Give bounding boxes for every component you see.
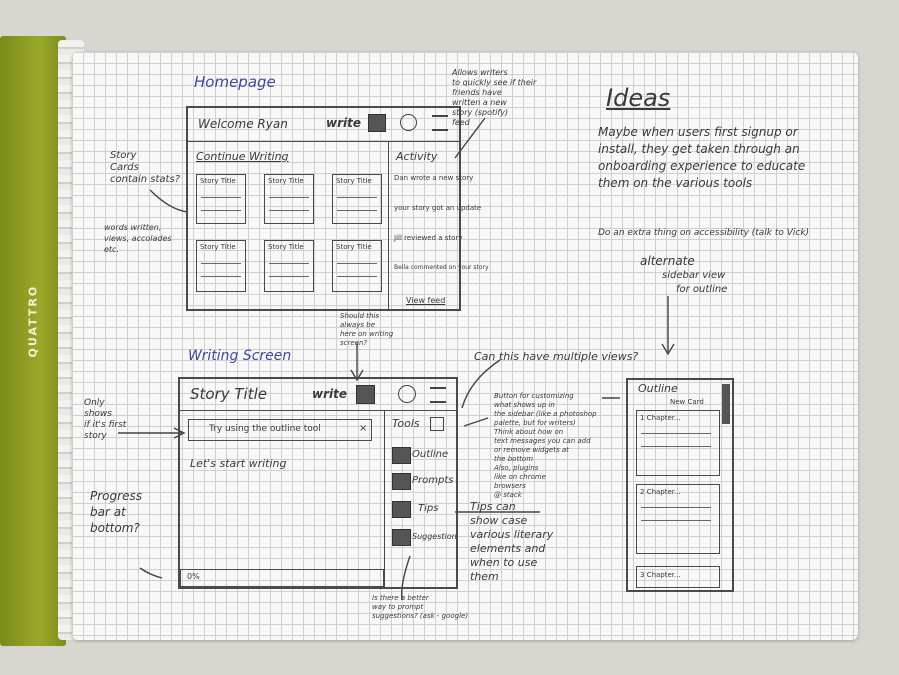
- tool-suggestion[interactable]: Suggestion: [412, 532, 457, 541]
- tool-tips[interactable]: Tips: [418, 503, 439, 514]
- homepage-wireframe: Welcome Ryan write Continue Writing Acti…: [186, 106, 489, 311]
- editor-placeholder[interactable]: Let's start writing: [190, 457, 287, 470]
- tool-prompts[interactable]: Prompts: [412, 475, 454, 486]
- new-card-button[interactable]: New Card: [670, 398, 704, 406]
- suggestion-tool-icon[interactable]: [392, 529, 411, 546]
- home-sidebar-divider: [388, 142, 389, 309]
- story-card[interactable]: Story Title: [332, 240, 382, 292]
- note-multiple-views: Can this have multiple views?: [474, 350, 639, 363]
- close-icon[interactable]: ×: [359, 423, 368, 434]
- writing-wireframe: Story Title write Try using the outline …: [178, 377, 458, 589]
- story-card[interactable]: Story Title: [196, 240, 246, 292]
- homepage-heading: Homepage: [194, 73, 276, 91]
- notebook-spine: QUATTRO: [0, 36, 66, 646]
- tools-label: Tools: [392, 417, 420, 430]
- onboarding-tip-banner[interactable]: Try using the outline tool ×: [188, 419, 372, 441]
- story-title[interactable]: Story Title: [190, 385, 267, 403]
- idea-onboarding: Maybe when users first signup or install…: [598, 125, 806, 190]
- tip-text: Try using the outline tool: [209, 424, 321, 434]
- homepage-header: [188, 108, 459, 142]
- story-card[interactable]: Story Title: [264, 174, 314, 224]
- story-card[interactable]: Story Title: [264, 240, 314, 292]
- outline-title: Outline: [638, 382, 678, 395]
- tool-outline[interactable]: Outline: [412, 449, 449, 460]
- outline-card[interactable]: 3 Chapter...: [636, 566, 720, 588]
- customize-sidebar-icon[interactable]: [430, 417, 444, 431]
- activity-item[interactable]: Jill reviewed a story: [394, 234, 463, 242]
- writing-write-button[interactable]: write: [312, 387, 347, 401]
- outline-card[interactable]: 1 Chapter...: [636, 410, 720, 476]
- tools-divider: [384, 411, 385, 587]
- activity-item[interactable]: your story got an update: [394, 204, 482, 212]
- outline-sidebar-wireframe: Outline New Card 1 Chapter... 2 Chapter.…: [626, 378, 734, 592]
- idea-accessibility: Do an extra thing on accessibility (talk…: [598, 228, 810, 238]
- activity-item[interactable]: Dan wrote a new story: [394, 174, 474, 182]
- continue-writing-label: Continue Writing: [196, 150, 289, 163]
- progress-value: 0%: [187, 572, 200, 581]
- idea-alternate: alternate: [640, 254, 695, 268]
- bell-icon[interactable]: [400, 114, 417, 131]
- home-write-button[interactable]: write: [326, 116, 361, 130]
- bell-icon[interactable]: [398, 385, 416, 403]
- writing-header: [180, 379, 456, 411]
- outline-card[interactable]: 2 Chapter...: [636, 484, 720, 554]
- idea-alternate: for outline: [676, 284, 728, 295]
- ideas-heading: Ideas: [606, 84, 671, 112]
- pencil-icon[interactable]: [356, 385, 375, 404]
- activity-item[interactable]: Bella commented on your story: [394, 264, 489, 271]
- scrollbar[interactable]: [722, 384, 730, 424]
- writing-screen-heading: Writing Screen: [188, 348, 292, 364]
- grid-paper-sheet: [72, 52, 858, 640]
- prompts-tool-icon[interactable]: [392, 473, 411, 490]
- outline-tool-icon[interactable]: [392, 447, 411, 464]
- progress-bar: 0%: [180, 569, 384, 587]
- story-card[interactable]: Story Title: [196, 174, 246, 224]
- story-card[interactable]: Story Title: [332, 174, 382, 224]
- pencil-icon[interactable]: [368, 114, 386, 132]
- activity-label: Activity: [396, 150, 438, 163]
- hamburger-menu-icon[interactable]: [430, 387, 446, 403]
- tips-tool-icon[interactable]: [392, 501, 411, 518]
- welcome-text: Welcome Ryan: [198, 117, 288, 131]
- idea-alternate: sidebar view: [662, 270, 726, 281]
- hamburger-menu-icon[interactable]: [432, 115, 448, 131]
- view-feed-link[interactable]: View feed: [406, 296, 446, 305]
